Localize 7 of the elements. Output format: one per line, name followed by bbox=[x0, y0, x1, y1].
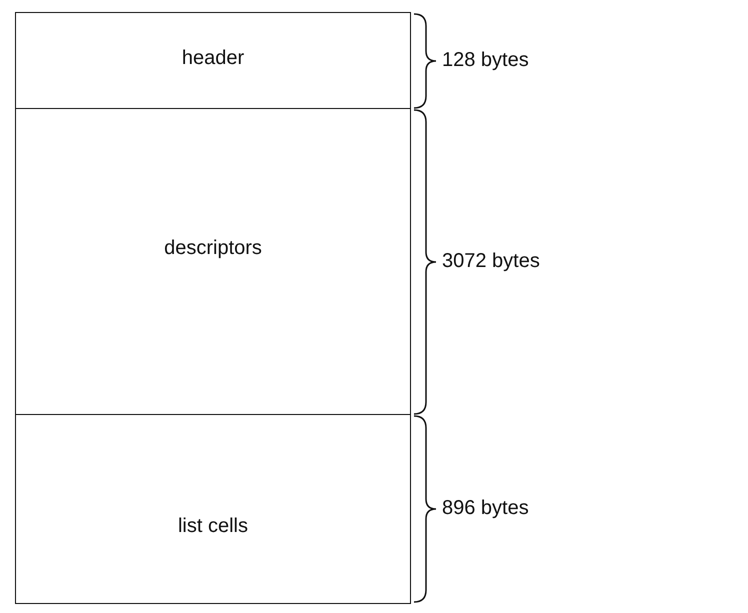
size-label: 3072 bytes bbox=[442, 250, 540, 273]
size-label: 896 bytes bbox=[442, 497, 529, 520]
block-label: header bbox=[180, 47, 246, 70]
memory-block bbox=[15, 414, 411, 604]
size-label: 128 bytes bbox=[442, 49, 529, 72]
block-label: descriptors bbox=[163, 237, 263, 260]
block-label: list cells bbox=[176, 515, 249, 538]
